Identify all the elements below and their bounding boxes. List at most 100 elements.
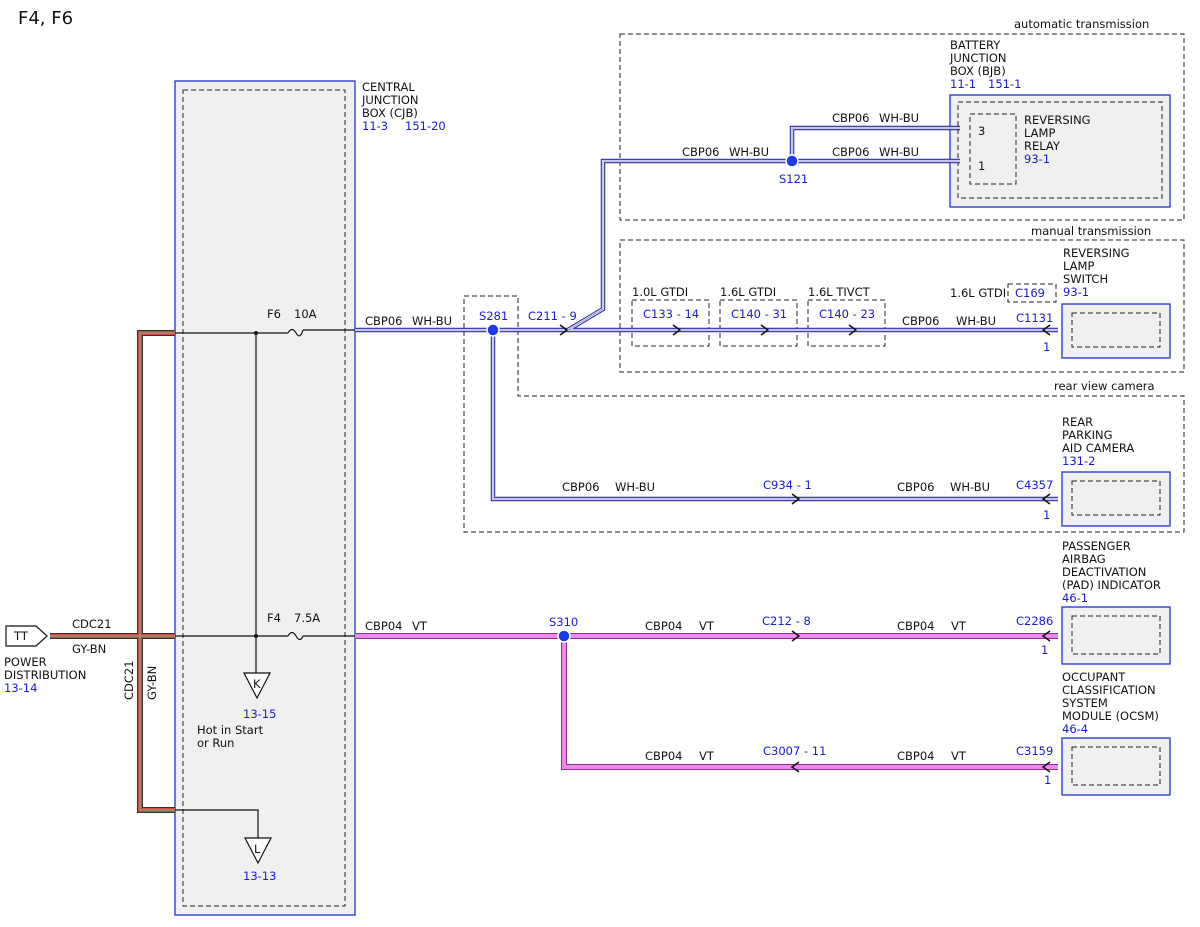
pad-label-1: PASSENGER — [1062, 539, 1131, 553]
bjb-label-1: BATTERY — [950, 38, 1001, 52]
fuse-f4-rating: 7.5A — [294, 611, 320, 625]
fuse-f6-label: F6 — [267, 307, 281, 321]
power-label-2: DISTRIBUTION — [4, 668, 86, 682]
battery-junction-box: BATTERY JUNCTION BOX (BJB) 11-1 151-1 RE… — [949, 38, 1171, 208]
zone-label-automatic: automatic transmission — [1014, 17, 1149, 31]
cdc21-vertical-label: CDC21 — [122, 660, 136, 700]
camera-label-2: PARKING — [1062, 428, 1113, 442]
wire-color-whbu-1: WH-BU — [412, 314, 452, 328]
connector-c934[interactable]: C934 - 1 — [763, 478, 812, 492]
wire-color-whbu-7: WH-BU — [950, 480, 990, 494]
pad-ref[interactable]: 46-1 — [1062, 591, 1088, 605]
wire-color-whbu-2: WH-BU — [729, 145, 769, 159]
ocsm-label-3: SYSTEM — [1062, 696, 1108, 710]
ocsm-pin-1: 1 — [1044, 773, 1051, 787]
relay-ref[interactable]: 93-1 — [1024, 152, 1050, 166]
cdc21-label: CDC21 — [72, 617, 112, 631]
wire-label-cbp04-3: CBP04 — [897, 619, 935, 633]
wire-label-cbp04-5: CBP04 — [897, 749, 935, 763]
connector-c133[interactable]: C133 - 14 — [643, 307, 699, 321]
splice-s281-label[interactable]: S281 — [479, 309, 508, 323]
connector-c140-23[interactable]: C140 - 23 — [819, 307, 875, 321]
wire-color-whbu-4: WH-BU — [879, 145, 919, 159]
fuse-f4-symbol — [287, 631, 304, 641]
c140-23-connector-group — [807, 299, 886, 347]
wire-label-cbp06-2: CBP06 — [682, 145, 720, 159]
relay-label-1: REVERSING — [1024, 113, 1091, 127]
wire-color-whbu-5: WH-BU — [956, 314, 996, 328]
pad-indicator: PASSENGER AIRBAG DEACTIVATION (PAD) INDI… — [1061, 539, 1171, 665]
wire-color-vt-1: VT — [412, 619, 428, 633]
splice-s281[interactable] — [486, 323, 500, 337]
rear-parking-aid-camera: REAR PARKING AID CAMERA 131-2 — [1061, 415, 1171, 527]
zone-label-camera: rear view camera — [1054, 379, 1155, 393]
wire-color-vt-2: VT — [699, 619, 715, 633]
connector-arrows — [559, 324, 1051, 773]
cjb-label-3: BOX (CJB) — [362, 106, 418, 120]
splice-s310[interactable] — [557, 629, 571, 643]
ground-l-ref[interactable]: 13-13 — [243, 869, 276, 883]
gybn-label: GY-BN — [72, 642, 106, 656]
connector-c212[interactable]: C212 - 8 — [762, 614, 811, 628]
fuse-f6-rating: 10A — [294, 307, 317, 321]
variant-label-3: 1.6L TIVCT — [808, 285, 871, 299]
power-label-1: POWER — [4, 655, 47, 669]
c169-connector-group — [1007, 283, 1057, 303]
switch-label-3: SWITCH — [1063, 272, 1108, 286]
connector-c3007[interactable]: C3007 - 11 — [763, 744, 826, 758]
wire-label-cbp06-7: CBP06 — [897, 480, 935, 494]
pad-pin-1: 1 — [1041, 643, 1048, 657]
zone-label-manual: manual transmission — [1031, 224, 1151, 238]
connector-c4357[interactable]: C4357 — [1016, 478, 1053, 492]
switch-pin-1: 1 — [1043, 340, 1050, 354]
zone-rear-view-camera: rear view camera — [463, 295, 1185, 533]
pad-label-2: AIRBAG — [1062, 552, 1106, 566]
camera-label-1: REAR — [1062, 415, 1093, 429]
connector-c211[interactable]: C211 - 9 — [528, 309, 577, 323]
ocsm-ref[interactable]: 46-4 — [1062, 722, 1088, 736]
hot-label-1: Hot in Start — [197, 723, 264, 737]
wire-label-cbp06-6: CBP06 — [562, 480, 600, 494]
relay-label-3: RELAY — [1024, 139, 1061, 153]
bjb-label-2: JUNCTION — [949, 51, 1007, 65]
splice-s121[interactable] — [785, 154, 799, 168]
wire-cbp06-group — [355, 125, 1058, 502]
gybn-vertical-label: GY-BN — [145, 666, 159, 700]
switch-ref[interactable]: 93-1 — [1063, 285, 1089, 299]
bjb-ref-1[interactable]: 11-1 — [950, 77, 976, 91]
wire-color-vt-5: VT — [951, 749, 967, 763]
ocsm-module: OCCUPANT CLASSIFICATION SYSTEM MODULE (O… — [1061, 670, 1171, 796]
ground-l-icon[interactable]: L — [244, 837, 272, 865]
power-distribution-tag-icon[interactable]: TT — [5, 625, 48, 647]
wire-label-cbp04-2: CBP04 — [645, 619, 683, 633]
cjb-internal-wiring — [175, 329, 355, 838]
bjb-ref-2[interactable]: 151-1 — [988, 77, 1021, 91]
relay-pin-1: 1 — [978, 159, 985, 173]
connector-c2286[interactable]: C2286 — [1016, 614, 1053, 628]
wire-cdc21 — [50, 330, 175, 813]
connector-c140-31[interactable]: C140 - 31 — [731, 307, 787, 321]
fuse-f4-label: F4 — [267, 611, 281, 625]
camera-ref[interactable]: 131-2 — [1062, 454, 1095, 468]
splice-s310-label[interactable]: S310 — [549, 615, 578, 629]
power-ref[interactable]: 13-14 — [4, 681, 37, 695]
ground-l-letter: L — [254, 842, 261, 856]
ocsm-label-4: MODULE (OCSM) — [1062, 709, 1159, 723]
connector-c3159[interactable]: C3159 — [1016, 744, 1053, 758]
ground-k-icon[interactable]: K — [243, 672, 271, 700]
ground-k-ref[interactable]: 13-15 — [243, 707, 276, 721]
reversing-lamp-switch: REVERSING LAMP SWITCH 93-1 — [1061, 246, 1171, 359]
wire-cbp04-group — [355, 633, 1058, 770]
cjb-ref-2[interactable]: 151-20 — [405, 119, 446, 133]
connector-c169[interactable]: C169 — [1015, 286, 1045, 300]
camera-pin-1: 1 — [1043, 508, 1050, 522]
wire-color-whbu-6: WH-BU — [615, 480, 655, 494]
zone-automatic-transmission: automatic transmission — [619, 17, 1185, 221]
splice-s121-label[interactable]: S121 — [779, 172, 808, 186]
variant-label-2: 1.6L GTDI — [720, 285, 776, 299]
cjb-ref-1[interactable]: 11-3 — [362, 119, 388, 133]
pad-label-3: DEACTIVATION — [1062, 565, 1146, 579]
connector-c1131[interactable]: C1131 — [1016, 311, 1053, 325]
c140-31-connector-group — [719, 299, 798, 347]
